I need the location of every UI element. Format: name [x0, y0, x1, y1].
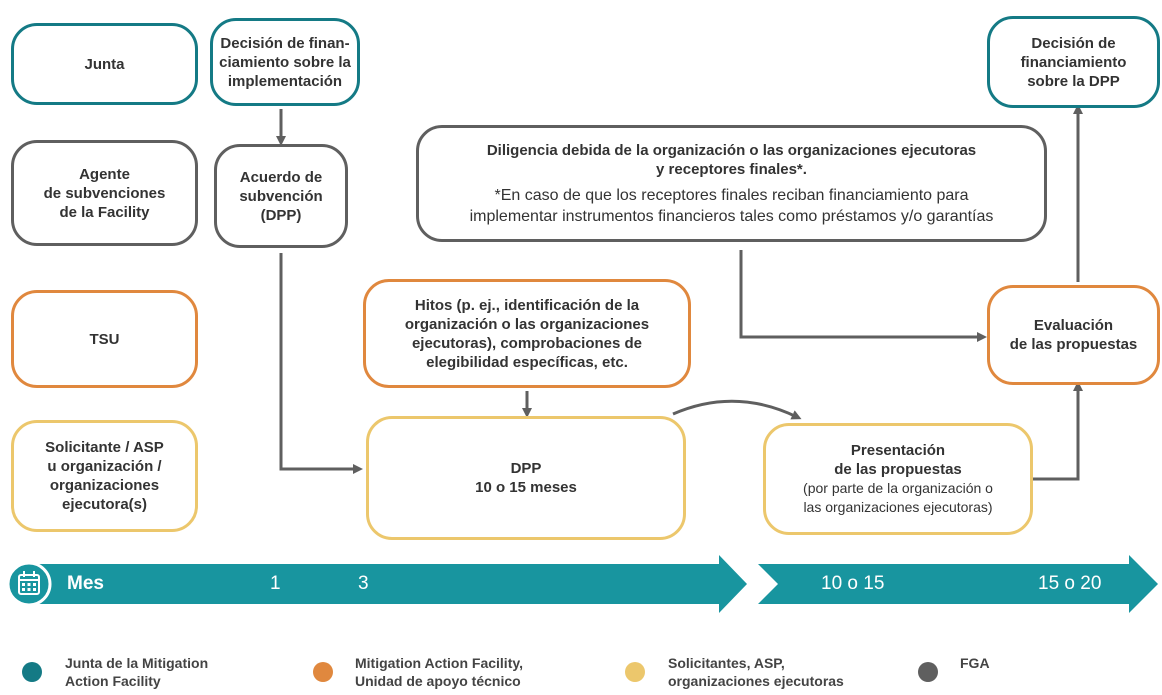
legend-tsu-line-1: Mitigation Action Facility, [355, 655, 523, 671]
presentacion-title-line-2: de las propuestas [834, 461, 962, 478]
role-solicitante-line-4: ejecutora(s) [61, 496, 148, 513]
timeline-arrow-right [758, 555, 1158, 613]
arrow-diligencia-to-evaluacion [739, 250, 987, 342]
dpp-duration: 10 o 15 meses [475, 479, 577, 496]
legend-junta-line-2: Action Facility [65, 673, 161, 689]
role-junta: Junta [11, 23, 198, 105]
decision-impl-line-3: implementación [227, 72, 343, 90]
box-presentacion: Presentación de las propuestas (por part… [763, 423, 1033, 535]
legend-dot-fga [918, 662, 938, 682]
legend-dot-junta [22, 662, 42, 682]
timeline-bar [32, 555, 1158, 613]
box-acuerdo-subvencion: Acuerdo de subvención (DPP) [214, 144, 348, 248]
role-solicitante: Solicitante / ASP u organización / organ… [11, 420, 198, 532]
calendar-icon [6, 561, 52, 607]
box-dpp: DPP 10 o 15 meses [366, 416, 686, 540]
presentacion-note-line-1: (por parte de la organización o [803, 480, 993, 496]
evaluacion-line-1: Evaluación [1033, 317, 1114, 334]
dpp-title: DPP [510, 460, 542, 477]
arrow-presentacion-to-evaluacion [1018, 381, 1083, 481]
presentacion-title-line-1: Presentación [850, 442, 946, 459]
legend-solicitantes-line-1: Solicitantes, ASP, [668, 655, 785, 671]
legend-item-solicitantes: Solicitantes, ASP, organizaciones ejecut… [668, 654, 844, 690]
role-junta-label: Junta [84, 55, 125, 73]
diligencia-note-line-1: *En caso de que los receptores finales r… [494, 186, 969, 204]
hitos-line-4: elegibilidad específicas, etc. [426, 353, 628, 371]
role-solicitante-line-3: organizaciones [49, 477, 160, 494]
hitos-line-2: organización o las organizaciones [404, 315, 650, 333]
timeline-mark-10-15: 10 o 15 [821, 573, 885, 594]
presentacion-note-line-2: las organizaciones ejecutoras) [803, 499, 993, 515]
legend-item-junta: Junta de la Mitigation Action Facility [65, 654, 208, 690]
diligencia-title-line-1: Diligencia debida de la organización o l… [486, 141, 977, 159]
hitos-line-3: ejecutoras), comprobaciones de [411, 334, 643, 352]
timeline-arrow-left [32, 555, 747, 613]
legend-tsu-line-2: Unidad de apoyo técnico [355, 673, 521, 689]
acuerdo-line-2: subvención [239, 187, 323, 205]
diligencia-note-line-2: implementar instrumentos financieros tal… [469, 207, 994, 225]
legend-item-tsu: Mitigation Action Facility, Unidad de ap… [355, 654, 523, 690]
box-decision-dpp: Decisión de financiamiento sobre la DPP [987, 16, 1160, 108]
decision-impl-line-1: Decisión de finan- [220, 34, 350, 52]
timeline-mark-1: 1 [270, 573, 281, 594]
acuerdo-line-1: Acuerdo de [239, 168, 323, 186]
role-agente-line-1: Agente [79, 165, 130, 183]
role-agente-line-3: de la Facility [59, 203, 150, 221]
diligencia-title-line-2: y receptores finales*. [656, 160, 807, 178]
role-solicitante-line-1: Solicitante / ASP [45, 439, 164, 456]
decision-dpp-line-3: sobre la DPP [1027, 72, 1120, 90]
acuerdo-line-3: (DPP) [260, 206, 302, 224]
role-agente: Agente de subvenciones de la Facility [11, 140, 198, 246]
legend-item-fga: FGA [960, 654, 990, 672]
box-diligencia: Diligencia debida de la organización o l… [416, 125, 1047, 242]
evaluacion-line-2: de las propuestas [1009, 336, 1138, 353]
role-solicitante-line-2: u organización / [47, 458, 162, 475]
decision-impl-line-2: ciamiento sobre la [219, 53, 351, 71]
decision-dpp-line-1: Decisión de [1031, 34, 1116, 52]
legend-solicitantes-line-2: organizaciones ejecutoras [668, 673, 844, 689]
arrow-acuerdo-to-dpp [279, 253, 363, 474]
decision-dpp-line-2: financiamiento [1020, 53, 1127, 71]
box-hitos: Hitos (p. ej., identificación de la orga… [363, 279, 691, 388]
box-decision-implementacion: Decisión de finan- ciamiento sobre la im… [210, 18, 360, 106]
role-tsu-label: TSU [89, 330, 120, 348]
timeline-mark-15-20: 15 o 20 [1038, 573, 1102, 594]
legend-junta-line-1: Junta de la Mitigation [65, 655, 209, 671]
timeline-label: Mes [67, 573, 104, 594]
role-agente-line-2: de subvenciones [43, 184, 166, 202]
timeline-mark-3: 3 [358, 573, 369, 594]
role-tsu: TSU [11, 290, 198, 388]
box-evaluacion: Evaluación de las propuestas [987, 285, 1160, 385]
hitos-line-1: Hitos (p. ej., identificación de la [414, 296, 640, 314]
arrow-dpp-to-presentacion [672, 399, 802, 420]
legend-dot-tsu [313, 662, 333, 682]
legend-fga-line-1: FGA [960, 655, 990, 671]
legend-dot-solicitantes [625, 662, 645, 682]
